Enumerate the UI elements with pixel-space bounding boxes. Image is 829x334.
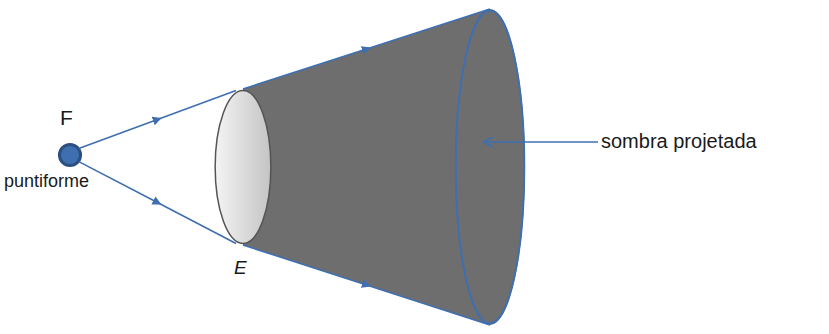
shadow-label: sombra projetada	[601, 130, 757, 153]
light-ray	[79, 162, 236, 244]
light-source: Fpuntiforme	[59, 144, 81, 166]
shadow-screen: sombra projetada	[455, 9, 525, 325]
light-ray	[243, 245, 490, 325]
point-source-label: F	[60, 106, 73, 130]
light-ray	[243, 9, 490, 89]
light-ray	[79, 91, 236, 149]
leader-line	[484, 141, 598, 143]
source-caption: puntiforme	[4, 171, 89, 192]
dot-outline	[59, 144, 81, 166]
shadow-region	[243, 9, 490, 325]
object-label: E	[234, 257, 247, 279]
shadow-fill	[455, 9, 525, 325]
disk-outline	[214, 89, 272, 245]
ring-outline	[455, 9, 525, 325]
opaque-object: E	[214, 89, 272, 245]
